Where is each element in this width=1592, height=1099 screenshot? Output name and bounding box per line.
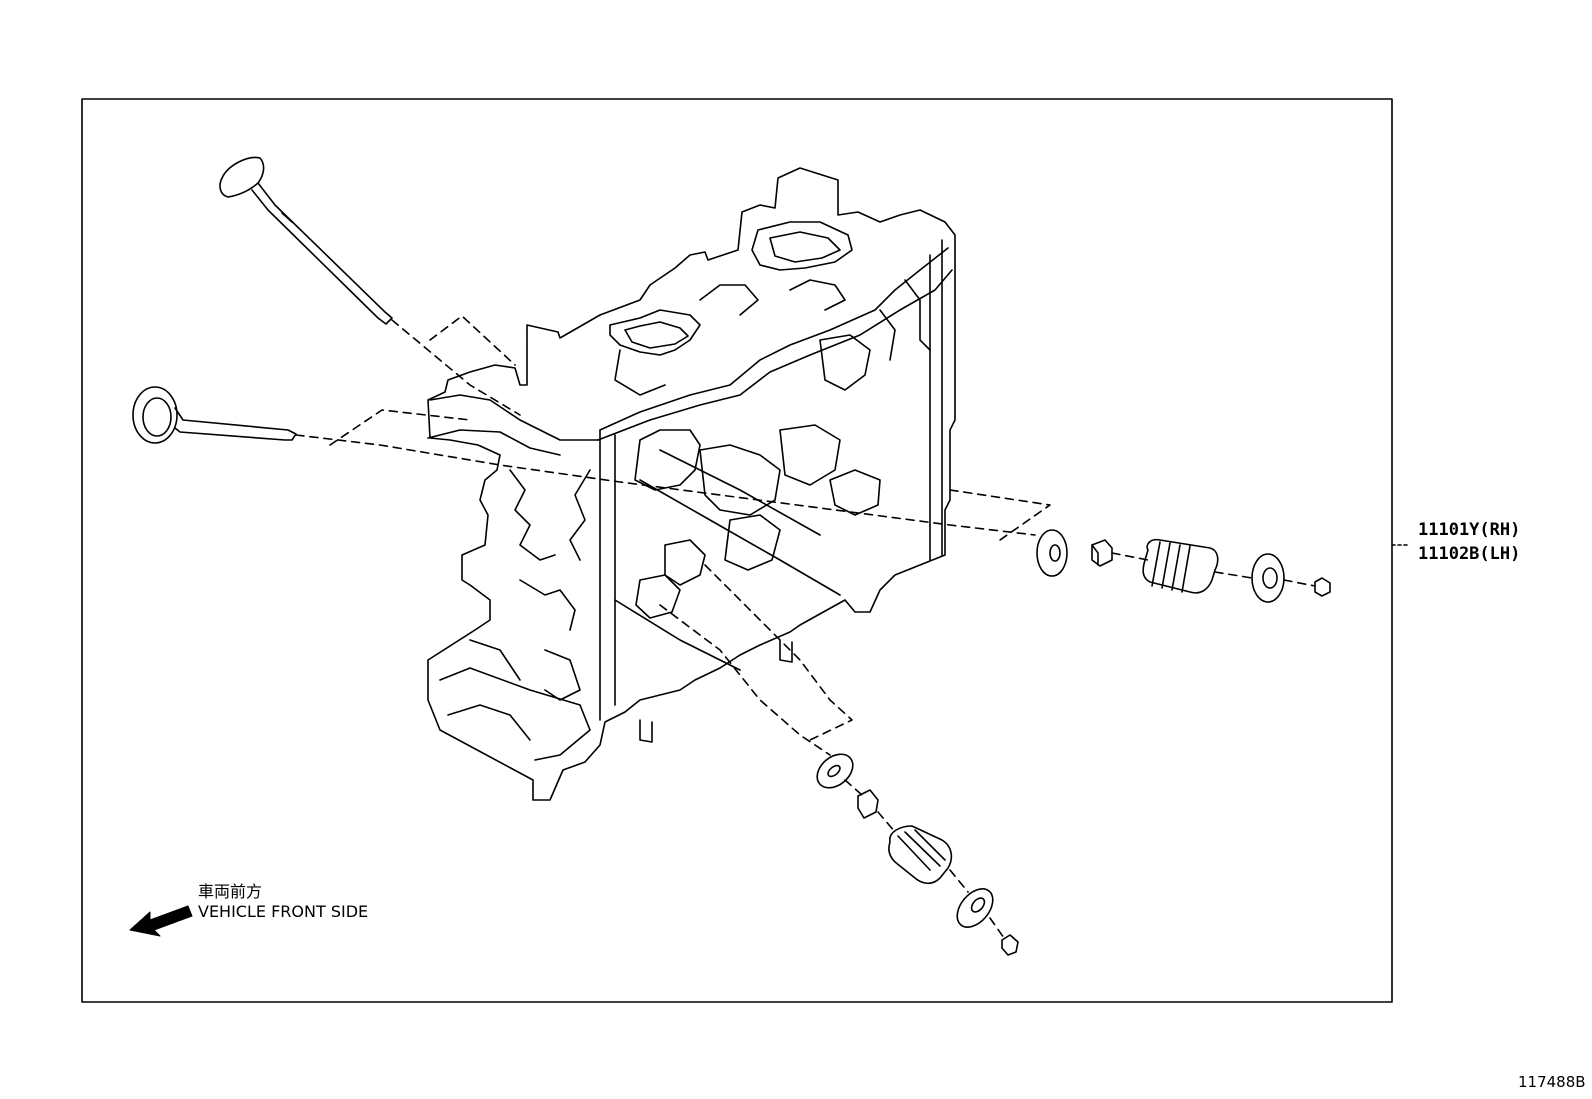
vehicle-front-jp-label: 車両前方 — [198, 882, 263, 901]
valve-train-lower — [816, 753, 1019, 956]
part-number-lh: 11102B(LH) — [1418, 544, 1521, 564]
intake-valve — [132, 386, 297, 444]
part-number-rh: 11101Y(RH) — [1418, 520, 1521, 540]
figure-code: 117488B — [1518, 1073, 1586, 1091]
assembly-guide-lines — [295, 315, 1316, 939]
left-down-arrow-icon — [129, 905, 193, 937]
exhaust-valve — [219, 156, 393, 325]
valve-train-upper — [1036, 529, 1331, 603]
vehicle-front-en-label: VEHICLE FRONT SIDE — [198, 902, 369, 921]
cylinder-head — [427, 167, 956, 801]
diagram-frame — [81, 98, 1393, 1003]
